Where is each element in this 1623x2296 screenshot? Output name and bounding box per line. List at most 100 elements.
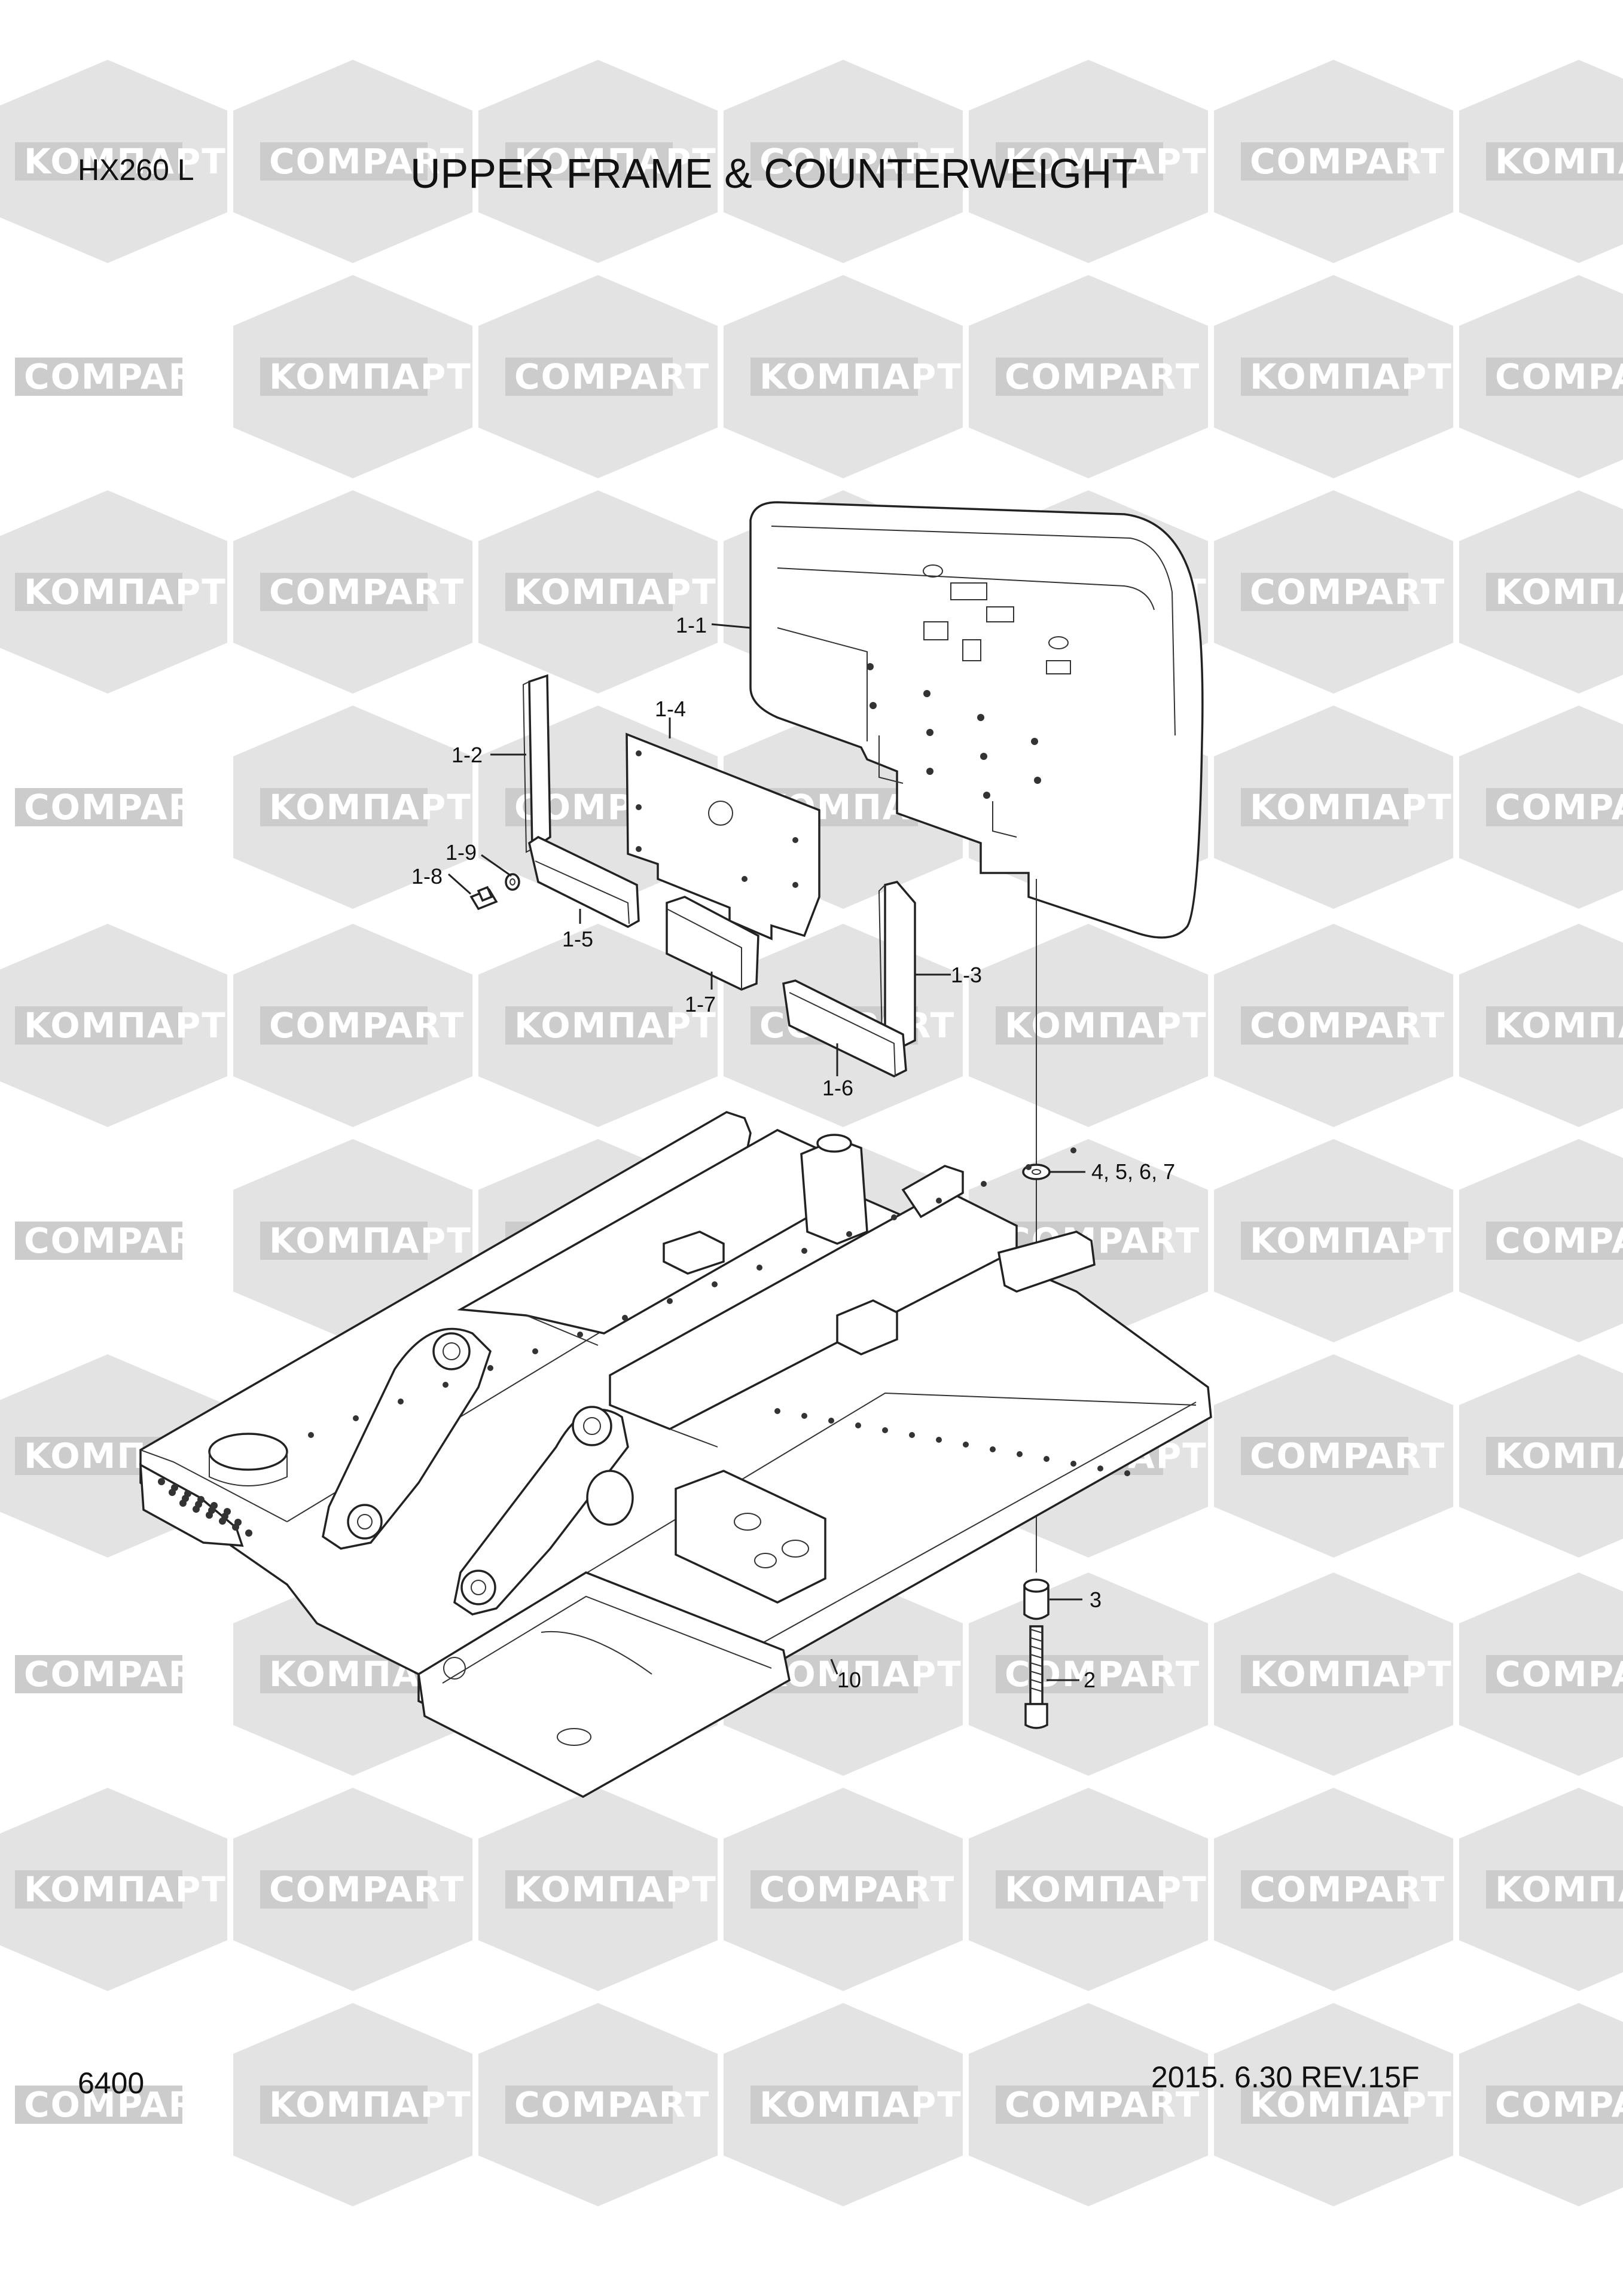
counterweight-part-1-1[interactable]: [749, 501, 1204, 939]
watermark-band: [15, 788, 182, 826]
hole-dot: [219, 1518, 226, 1525]
watermark-text: COMPART: [514, 356, 710, 397]
callout-3: 3: [1090, 1587, 1102, 1612]
bolt-part-1-8[interactable]: [469, 886, 498, 911]
watermark-text: COMPART: [24, 787, 219, 828]
hole-dot: [179, 1500, 187, 1507]
side-block-part-1-2[interactable]: [522, 674, 551, 853]
watermark-band: [751, 1870, 918, 1909]
hole-dot: [1070, 1147, 1076, 1153]
watermark-text: KOMПAPT: [1250, 356, 1453, 397]
bolt-thread: [1030, 1662, 1043, 1667]
hole-dot: [980, 753, 987, 760]
watermark-text: KOMПAPT: [24, 141, 227, 182]
bolt-thread: [1030, 1687, 1043, 1692]
angled-block-part-1-6[interactable]: [782, 979, 907, 1077]
callout-1-2: 1-2: [451, 743, 483, 767]
watermark-text: KOMПAPT: [24, 572, 227, 612]
watermark-band: [505, 1006, 673, 1045]
watermark-band: [1486, 1222, 1623, 1260]
bolt-thread: [1030, 1645, 1043, 1650]
watermark-text: COMPART: [1495, 356, 1623, 397]
hole-dot: [622, 1315, 628, 1321]
bolt-part-2[interactable]: [1024, 1625, 1048, 1729]
hole-dot: [963, 1442, 969, 1448]
watermark-band: [1486, 573, 1623, 611]
watermark-text: KOMПAPT: [514, 1869, 717, 1910]
washer-part-1-9[interactable]: [505, 873, 520, 891]
watermark-band: [15, 1006, 182, 1045]
hole-dot: [909, 1432, 915, 1438]
callout-1-3: 1-3: [951, 963, 982, 987]
watermark-band: [505, 358, 673, 396]
watermark-band: [1241, 1437, 1408, 1475]
watermark-band: [996, 2086, 1163, 2124]
revision-date: 2015. 6.30 REV.15F: [1151, 2060, 1420, 2094]
hole-dot: [353, 1415, 359, 1421]
hole-dot: [487, 1365, 493, 1371]
hole-dot: [792, 882, 798, 888]
hole-dot: [206, 1512, 213, 1519]
hole-dot: [801, 1248, 807, 1254]
watermark-text: KOMПAPT: [1495, 1869, 1623, 1910]
hole-dot: [667, 1298, 673, 1304]
watermark-band: [1241, 142, 1408, 181]
watermark-text: KOMПAPT: [269, 1220, 472, 1261]
hole-dot: [756, 1265, 762, 1271]
watermark-band: [1486, 358, 1623, 396]
callout-1-5: 1-5: [562, 927, 593, 951]
hole-dot: [936, 1198, 942, 1204]
watermark-band: [15, 142, 182, 181]
watermark-band: [1486, 1655, 1623, 1693]
watermark-text: COMPART: [1250, 141, 1445, 182]
plate-part-1-4[interactable]: [626, 732, 820, 941]
watermark-band: [996, 1870, 1163, 1909]
watermark-band: [15, 2086, 182, 2124]
watermark-text: KOMПAPT: [24, 1005, 227, 1046]
watermark-band: [505, 573, 673, 611]
watermark-text: KOMПAPT: [759, 1654, 962, 1694]
watermark-text: COMPART: [1495, 787, 1623, 828]
model-name: HX260 L: [78, 153, 194, 187]
angled-block-part-1-5[interactable]: [528, 835, 640, 928]
hole-dot: [1070, 1461, 1076, 1467]
hole-dot: [232, 1523, 239, 1531]
watermark-text: KOMПAPT: [1250, 1654, 1453, 1694]
side-block-part-1-3[interactable]: [878, 881, 916, 1048]
watermark-text: COMPART: [24, 1220, 219, 1261]
spacer-part-3[interactable]: [1023, 1578, 1050, 1620]
hole-dot: [983, 792, 990, 799]
bolt-thread: [1030, 1629, 1043, 1634]
watermark-text: KOMПAPT: [514, 572, 717, 612]
hole-dot: [792, 837, 798, 843]
hole-dot: [1097, 1465, 1103, 1471]
hole-dot: [636, 846, 642, 852]
callout-10: 10: [837, 1668, 861, 1692]
watermark-band: [505, 1870, 673, 1909]
hole-dot: [1031, 738, 1038, 745]
watermark-text: COMPART: [1005, 2084, 1200, 2125]
callout-1-9: 1-9: [446, 840, 477, 865]
watermark-text: COMPART: [1250, 1869, 1445, 1910]
watermark-band: [1241, 573, 1408, 611]
hole-dot: [926, 768, 933, 775]
hole-dot: [158, 1478, 165, 1485]
watermark-band: [1241, 1870, 1408, 1909]
watermark-band: [1486, 142, 1623, 181]
watermark-band: [1486, 788, 1623, 826]
upper-frame-part-10[interactable]: [139, 1111, 1212, 1798]
hole-dot: [577, 1332, 583, 1338]
hole-dot: [1017, 1451, 1023, 1457]
watermark-band: [996, 1006, 1163, 1045]
block-part-1-7[interactable]: [666, 896, 759, 991]
watermark-band: [15, 358, 182, 396]
callout-1-1: 1-1: [676, 613, 707, 637]
watermark-text: COMPART: [1250, 1436, 1445, 1476]
watermark-text: COMPART: [269, 141, 465, 182]
watermark-band: [996, 1655, 1163, 1693]
bolt-thread: [1030, 1671, 1043, 1675]
watermark-band: [1486, 1870, 1623, 1909]
watermark-band: [751, 2086, 918, 2124]
hole-dot: [1026, 1164, 1032, 1170]
